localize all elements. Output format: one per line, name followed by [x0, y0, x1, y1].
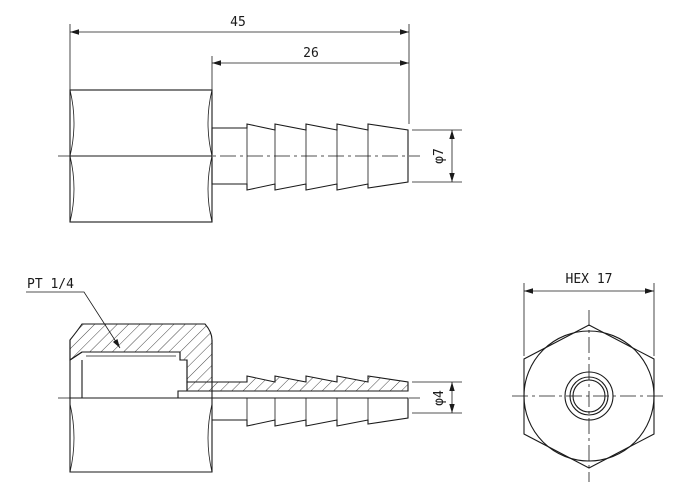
section-hex-curves [69, 403, 213, 473]
section-hex-wall-hatch [69, 323, 213, 383]
top-barb-outline [211, 123, 409, 191]
thread-label: PT 1/4 [27, 277, 74, 292]
dim-45-label: 45 [230, 15, 246, 30]
section-lower-barb-outline [212, 397, 409, 427]
dim-phi4-label: φ4 [432, 390, 447, 406]
dim-26-label: 26 [303, 46, 319, 61]
thread-leader-line [26, 291, 121, 349]
section-hex-outline [69, 340, 213, 473]
section-lower-barb-ridges [246, 398, 369, 420]
section-barb-wall-hatch [186, 375, 409, 392]
section-view: PT 1/4 φ4 [26, 277, 462, 473]
top-hex-curves [69, 89, 213, 223]
dim-hex-label: HEX 17 [566, 272, 613, 287]
section-thread-bore [69, 351, 188, 399]
top-view: 45 26 φ7 [58, 15, 462, 223]
dim-phi7-label: φ7 [432, 148, 447, 164]
end-view: HEX 17 [512, 272, 666, 482]
